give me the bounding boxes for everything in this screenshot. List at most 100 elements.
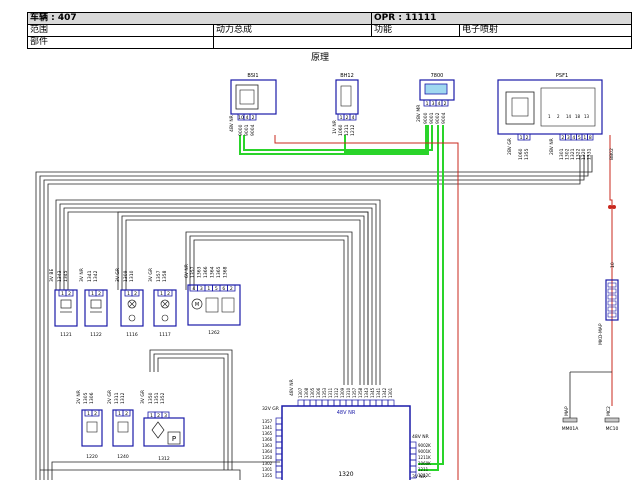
- ecu-top-pin-5: [327, 399, 335, 407]
- c1116-pin-2: [131, 289, 140, 297]
- c1312-pin-3: [161, 411, 170, 419]
- ecu-top-wire-15: 1301: [388, 387, 393, 398]
- c7800-pin-label-4: 4: [438, 101, 441, 107]
- ecu-top-wire-5: 1311: [328, 387, 333, 398]
- ecu-left-wire-4: 1363: [262, 443, 273, 448]
- ecu-right-pin-3: [409, 459, 417, 467]
- c1240-pin-2: [122, 409, 131, 417]
- ecu-right-pin-5: [409, 471, 417, 479]
- bundle-wire-upper-0: [55, 199, 381, 385]
- psf1-sub-1: 1: [548, 114, 551, 119]
- power-wire-psf1: [609, 135, 613, 320]
- mc10-symbol: [604, 417, 620, 423]
- bundle-wire-lower-1: [153, 353, 229, 470]
- ecu-top-wire-3: 1306: [316, 387, 321, 398]
- psf1-relay-inner: [511, 97, 529, 117]
- psf1-sub-14: 14: [566, 114, 572, 119]
- c1262-motor-symbol: [191, 298, 203, 310]
- psf1-b-wire-1302: 1302: [565, 148, 571, 160]
- ecu-top-pin-15: [387, 399, 395, 407]
- c1240-pin-label-1: 1: [118, 411, 121, 417]
- c7800-pin-2: [441, 99, 449, 107]
- bundle-wire-left-1: [121, 215, 365, 385]
- c1117-code: 1117: [159, 332, 171, 338]
- c1117-lamp-x2: [161, 300, 169, 308]
- bsi-wire-9004: 9004: [250, 124, 256, 136]
- mc10-code: MC10: [606, 426, 619, 432]
- ecu-top-wire-11: 1343: [364, 387, 369, 398]
- ecu-right-tag: 48V NR: [412, 434, 429, 440]
- c1117-pin-2: [164, 289, 173, 297]
- vehicle-value: 407: [57, 13, 77, 24]
- psf1-tag-a: 2BV GR: [507, 138, 513, 155]
- diagram-caption: 原理: [310, 53, 329, 63]
- power-wire-node-2: [612, 205, 616, 209]
- ecu-top-pin-10: [357, 399, 365, 407]
- psf1-b-wire-1301: 1301: [559, 148, 565, 160]
- c1121-pin-label-1: 1: [61, 291, 64, 297]
- bundle-wire-mid-2: [193, 239, 345, 385]
- ecu-left-wire-6: 1350: [262, 455, 273, 460]
- bundle-wire-mid-1: [189, 235, 349, 385]
- c1312-tag: 3V GR: [140, 390, 146, 404]
- opr-cell: OPR : 11111: [371, 12, 632, 25]
- c1122-symbol: [90, 299, 102, 309]
- ecu-left-wire-3: 1366: [262, 437, 273, 442]
- ecu-top-wire-9: 1357: [352, 387, 357, 398]
- c1220-wire-1305: 1305: [83, 392, 89, 404]
- c1312-p-letter: P: [172, 435, 176, 443]
- mkd-wire: 10: [610, 262, 616, 268]
- c1220-pin-label-1: 1: [87, 411, 90, 417]
- mkd-connector-pin-4: [607, 306, 617, 312]
- c1117-lamp-symbol-2: [161, 314, 169, 322]
- ecu-left-pin-2: [275, 429, 283, 437]
- c1122-code: 1122: [90, 332, 102, 338]
- ecu-left-pin-4: [275, 441, 283, 449]
- ecu-left-wire-7: 1302: [262, 461, 273, 466]
- ecu-right-wire-3: 1060K: [418, 461, 431, 466]
- ecu-left-wire-5: 1364: [262, 449, 273, 454]
- c1312-wire-1352: 1352: [160, 392, 166, 404]
- psf1-sub-2: 2: [557, 114, 560, 119]
- c1116-lamp-symbol-2: [128, 314, 136, 322]
- c1121-symbol: [60, 299, 72, 309]
- ecu-right-pin-4: [409, 465, 417, 473]
- c1312-bridge-symbol: [151, 421, 165, 439]
- c1122-wire-1341: 1341: [87, 270, 93, 282]
- ecu-left-pin-9: [275, 471, 283, 479]
- mm01a-symbol: [562, 417, 578, 423]
- psf1-relay-block: [540, 87, 596, 127]
- c1262-wire-1357: 1357: [190, 266, 196, 278]
- c1122-tag: 3V NR: [79, 268, 85, 282]
- ecu-top-pin-7: [339, 399, 347, 407]
- mm01a-code: MM01A: [562, 426, 579, 432]
- ecu-left-wire-0: 1357: [262, 419, 273, 424]
- c1262-pin-label-1: 1: [207, 286, 210, 292]
- opr-value: 11111: [405, 13, 437, 24]
- bsi-wire-9001: 9001: [244, 124, 250, 136]
- ecu-top-tag: 48V NR: [289, 379, 295, 396]
- mkd-connector-pin-5: [607, 312, 617, 318]
- c1121-wire-1345: 1345: [63, 270, 69, 282]
- c1262-motor-letter: M: [195, 302, 199, 308]
- bsi-wire-9000: 9000: [238, 124, 244, 136]
- c1220-pin-label-2: 2: [94, 411, 97, 417]
- c1262-wire-1368: 1368: [223, 266, 229, 278]
- c1121-pin-label-2: 2: [68, 291, 71, 297]
- c1220-wire-1306: 1306: [89, 392, 95, 404]
- ecu-box: [281, 405, 411, 480]
- c1262-sensor-symbol-2: [221, 297, 235, 313]
- bsi-pin-2: [249, 113, 257, 121]
- c1312-pin-label-2: 2: [157, 413, 160, 419]
- ecu-right-tag-2: 3V NR: [412, 474, 426, 480]
- c1262-code: 1262: [208, 330, 220, 336]
- c1116-pin-label-2: 2: [134, 291, 137, 297]
- bsi-pin-label-4: 4: [246, 115, 249, 121]
- ecu-left-pin-6: [275, 453, 283, 461]
- psf1-relay-symbol: [505, 91, 535, 125]
- c1117-lamp-symbol: [160, 299, 170, 309]
- c1262-tag: 6V NR: [184, 264, 190, 278]
- ecu-top-wire-2: 1305: [310, 387, 315, 398]
